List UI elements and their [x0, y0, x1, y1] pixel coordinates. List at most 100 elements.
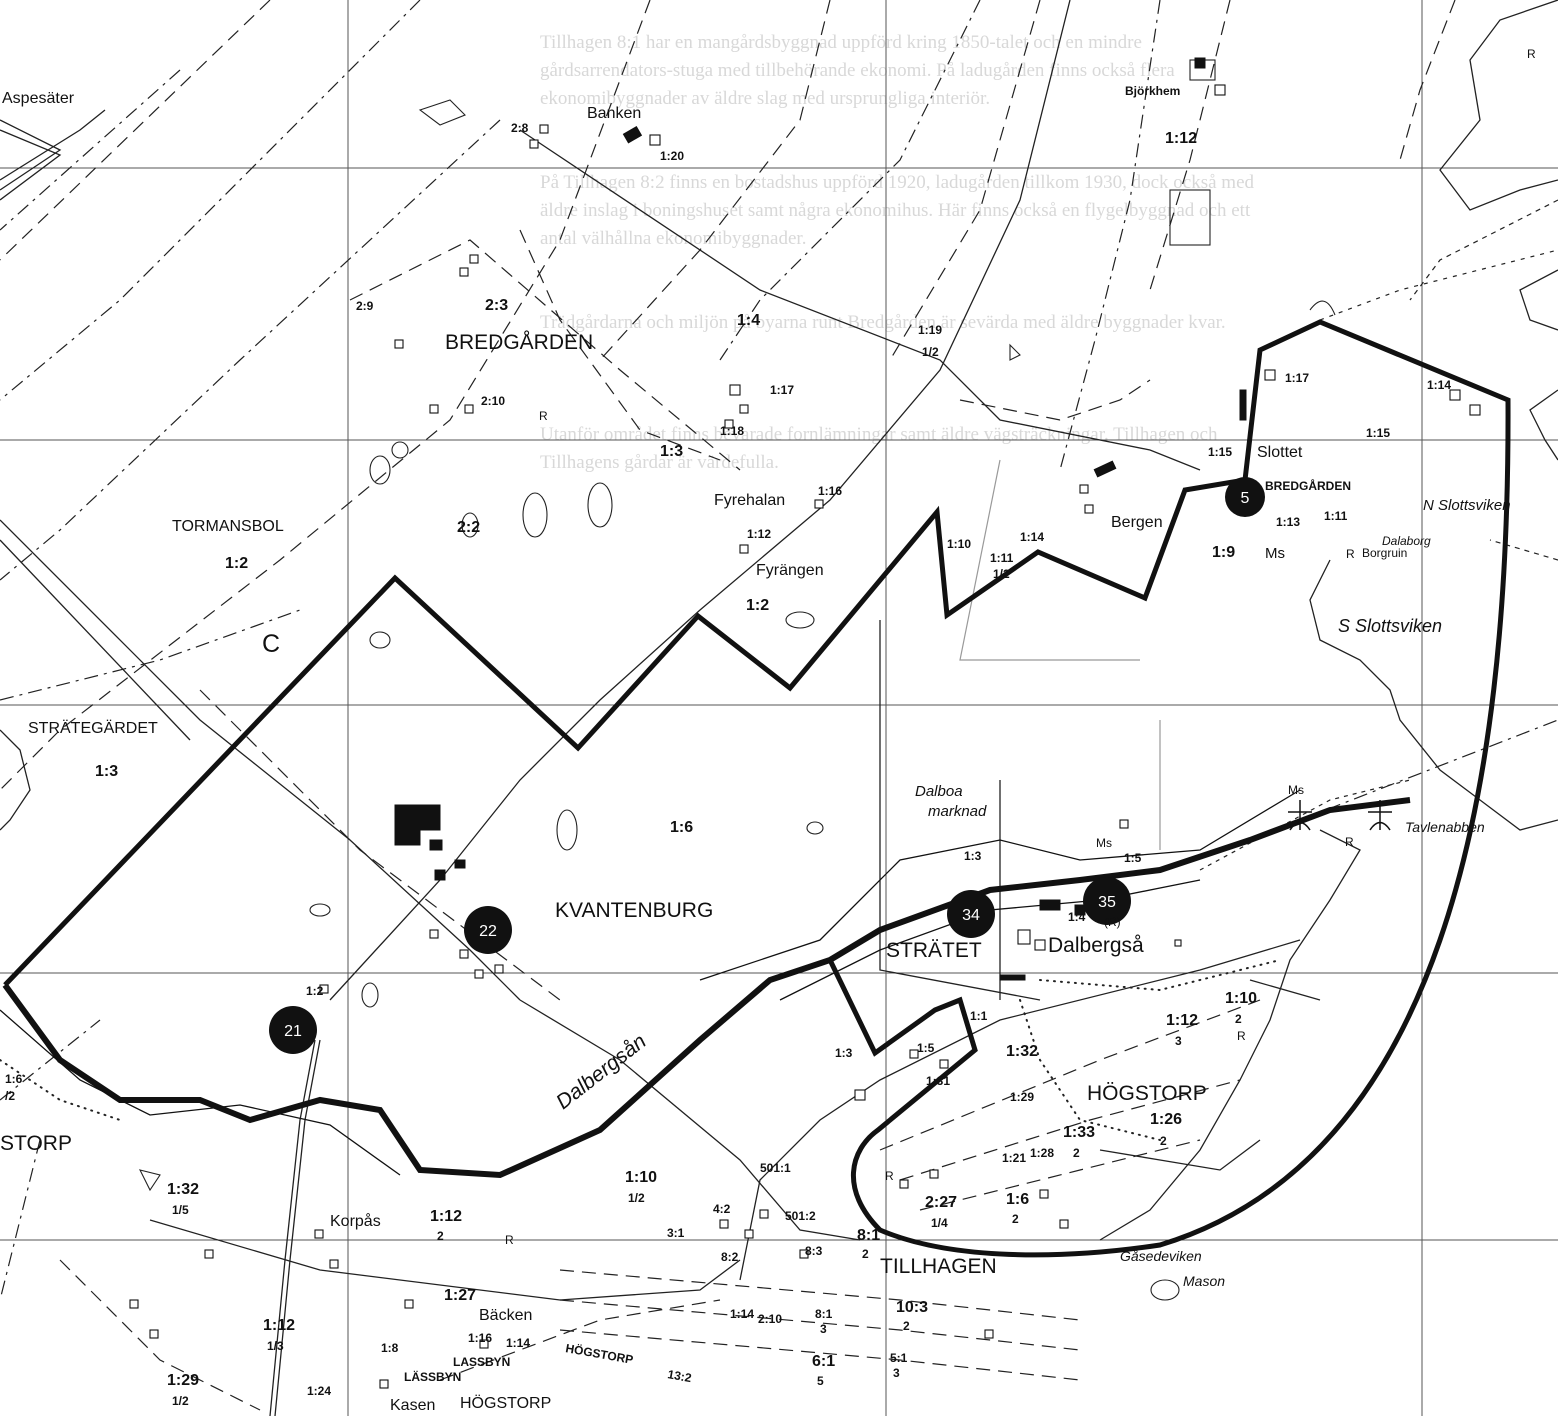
- parcel: 8:2: [721, 1250, 739, 1264]
- parcel-labels: 2:8 1:20 1:12 2:3 2:9 1:4 1:19 1/2 2:10 …: [5, 121, 1451, 1408]
- parcel: 2:10: [481, 394, 505, 408]
- parcel: 1:4: [1068, 910, 1086, 924]
- parcel: 501:2: [785, 1209, 816, 1223]
- marker-21-label: 21: [284, 1023, 302, 1040]
- parcel: 1:3: [835, 1046, 853, 1060]
- parcel: 2:27: [925, 1194, 957, 1211]
- parcel: 1:2: [225, 555, 248, 572]
- faint-line-1: Tillhagen 8:1 har en mangårdsbyggnad upp…: [540, 32, 1142, 53]
- shoreline: [0, 0, 1558, 1241]
- label-bjorkhem: Björkhem: [1125, 84, 1180, 98]
- faint-line-2: gårdsarrendators-stuga med tillbehörande…: [540, 60, 1175, 81]
- parcel: 1:14: [506, 1336, 530, 1350]
- parcel: 1:16: [818, 484, 842, 498]
- parcel: 1/2: [922, 345, 939, 359]
- label-tavlenabben: Tavlenabben: [1405, 819, 1485, 835]
- parcel: 1:3: [660, 443, 683, 460]
- parcel: 5:1: [890, 1351, 908, 1365]
- symbol-r-4: R: [1237, 1029, 1246, 1043]
- parcel: 6:1: [812, 1353, 835, 1370]
- parcel: 1:26: [1150, 1111, 1182, 1128]
- parcel: 1:3: [964, 849, 982, 863]
- symbol-r-2: R: [1527, 47, 1536, 61]
- parcel: 1:1: [970, 1009, 988, 1023]
- study-area-boundary: [3, 319, 1511, 1258]
- label-n-slottsviken: N Slottsviken: [1423, 497, 1511, 514]
- label-dalboa-marknad: Dalboa marknad: [915, 783, 987, 820]
- parcel: 1:14: [1427, 378, 1451, 392]
- label-bergen: Bergen: [1111, 514, 1163, 531]
- parcel: /2: [5, 1089, 15, 1103]
- road-network: [0, 0, 1321, 1416]
- parcel: 8:1: [815, 1307, 833, 1321]
- parcel: 1:11: [990, 551, 1014, 565]
- parcel: 1:14: [730, 1307, 754, 1321]
- area-letter: C: [262, 630, 280, 658]
- marker-21[interactable]: 21: [269, 1006, 317, 1054]
- parcel: 1/2: [993, 567, 1010, 581]
- small-buildings: [129, 84, 1481, 1389]
- label-dalaborg: Dalaborg: [1382, 534, 1431, 548]
- parcel: 1:18: [720, 424, 744, 438]
- label-strategardet: STRÄTEGÄRDET: [28, 719, 158, 737]
- parcel: 3: [1175, 1034, 1182, 1048]
- faint-line-9: Tillhagens gårdar är värdefulla.: [540, 452, 779, 473]
- parcel: 1:27: [444, 1287, 476, 1304]
- parcel: 10:3: [896, 1299, 928, 1316]
- parcel: 1:12: [1165, 130, 1197, 147]
- parcel: 2: [903, 1319, 910, 1333]
- label-fyrangen: Fyrängen: [756, 562, 824, 579]
- faint-text-block: Tillhagen 8:1 har en mangårdsbyggnad upp…: [540, 32, 1255, 473]
- label-tillhagen: TILLHAGEN: [880, 1255, 997, 1278]
- landmark-symbols: [1288, 800, 1392, 831]
- parcel: 501:1: [760, 1161, 791, 1175]
- parcel: 1:3: [95, 763, 118, 780]
- parcel: 1:9: [1212, 544, 1235, 561]
- marker-34[interactable]: 34: [947, 890, 995, 938]
- parcel: 3:1: [667, 1226, 685, 1240]
- parcel: 1/4: [931, 1216, 948, 1230]
- parcel: 1:17: [770, 383, 794, 397]
- parcel: 1:19: [918, 323, 942, 337]
- parcel: 1/2: [172, 1394, 189, 1408]
- parcel: 2:10: [758, 1312, 782, 1326]
- marker-35[interactable]: 35: [1083, 877, 1131, 925]
- parcel: 8:3: [805, 1244, 823, 1258]
- label-hogstorp-road: HÖGSTORP: [564, 1340, 634, 1367]
- marker-22[interactable]: 22: [464, 906, 512, 954]
- symbol-r-1: R: [539, 409, 548, 423]
- symbol-ms-1: Ms: [1265, 545, 1285, 562]
- parcel: 1:12: [430, 1208, 462, 1225]
- parcel: 3: [893, 1366, 900, 1380]
- label-banken: Banken: [587, 105, 641, 122]
- marker-5[interactable]: 5: [1225, 477, 1265, 517]
- label-dalboa-marknad-line2: marknad: [928, 803, 987, 820]
- parcel: 2: [1073, 1146, 1080, 1160]
- place-labels: Aspesäter Banken Björkhem Slottet Bergen…: [2, 84, 1431, 1414]
- parcel: 1:12: [263, 1317, 295, 1334]
- label-korpas: Korpås: [330, 1212, 381, 1230]
- river-dalbergsan: [0, 789, 1411, 1179]
- label-fyrehalan: Fyrehalan: [714, 492, 785, 509]
- faint-line-3: ekonomibyggnader av äldre slag med urspr…: [540, 88, 990, 109]
- parcel: 1:29: [167, 1372, 199, 1389]
- label-slottet: Slottet: [1257, 444, 1303, 461]
- parcel: 1/3: [267, 1339, 284, 1353]
- symbol-r-3: R: [1345, 835, 1354, 849]
- parcel: 1:6: [1006, 1191, 1029, 1208]
- label-mason: Mason: [1183, 1273, 1225, 1289]
- parcel: 1:21: [1002, 1151, 1026, 1165]
- symbol-r-7: R: [1346, 547, 1355, 561]
- small-features: [138, 59, 1336, 1301]
- parcel: 1:16: [468, 1331, 492, 1345]
- parcel: 1:2: [746, 597, 769, 614]
- parcel: 1:15: [1208, 445, 1232, 459]
- parcel: 1:4: [737, 312, 760, 329]
- faint-line-6: antal välhållna ekonomibyggnader.: [540, 228, 806, 249]
- parcel: 1:15: [1366, 426, 1390, 440]
- faint-line-4: På Tillhagen 8:2 finns en bostadshus upp…: [540, 172, 1255, 193]
- parcel: 1:24: [307, 1384, 331, 1398]
- parcel: 2: [1160, 1134, 1167, 1148]
- label-tormansbol: TORMANSBOL: [172, 518, 284, 535]
